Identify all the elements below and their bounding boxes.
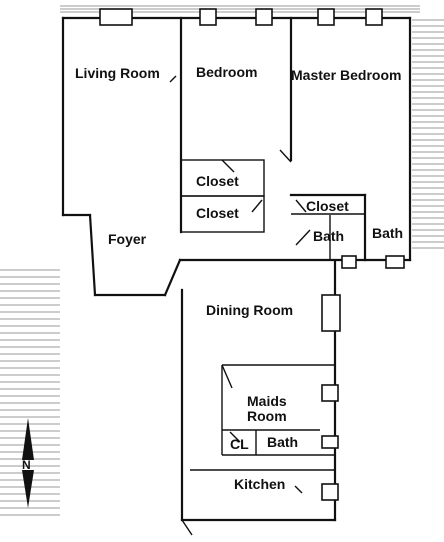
label-bath-left: Bath (313, 228, 344, 244)
door-marks (169, 75, 311, 536)
label-bedroom: Bedroom (196, 64, 257, 80)
label-master-bedroom: Master Bedroom (291, 67, 401, 83)
label-maids-line1: Maids (247, 393, 287, 409)
window (341, 255, 357, 269)
window (321, 435, 339, 449)
label-foyer: Foyer (108, 231, 147, 247)
label-closet-master: Closet (306, 198, 349, 214)
label-closet-lower: Closet (196, 205, 239, 221)
room-labels: Living Room Bedroom Master Bedroom Close… (75, 64, 403, 492)
label-bath-maids: Bath (267, 434, 298, 450)
window (317, 8, 335, 26)
window (321, 483, 339, 501)
window (199, 8, 217, 26)
window (365, 8, 383, 26)
label-dining-room: Dining Room (206, 302, 293, 318)
label-kitchen: Kitchen (234, 476, 285, 492)
north-arrow-icon: N (22, 418, 34, 508)
window (99, 8, 133, 26)
label-maids-line2: Room (247, 408, 287, 424)
label-closet-upper: Closet (196, 173, 239, 189)
compass-label: N (22, 458, 31, 472)
label-closet-maids: CL (230, 436, 249, 452)
window (321, 294, 341, 332)
window (385, 255, 405, 269)
windows (99, 8, 405, 501)
label-bath-right: Bath (372, 225, 403, 241)
window (321, 384, 339, 402)
label-living-room: Living Room (75, 65, 160, 81)
window (255, 8, 273, 26)
